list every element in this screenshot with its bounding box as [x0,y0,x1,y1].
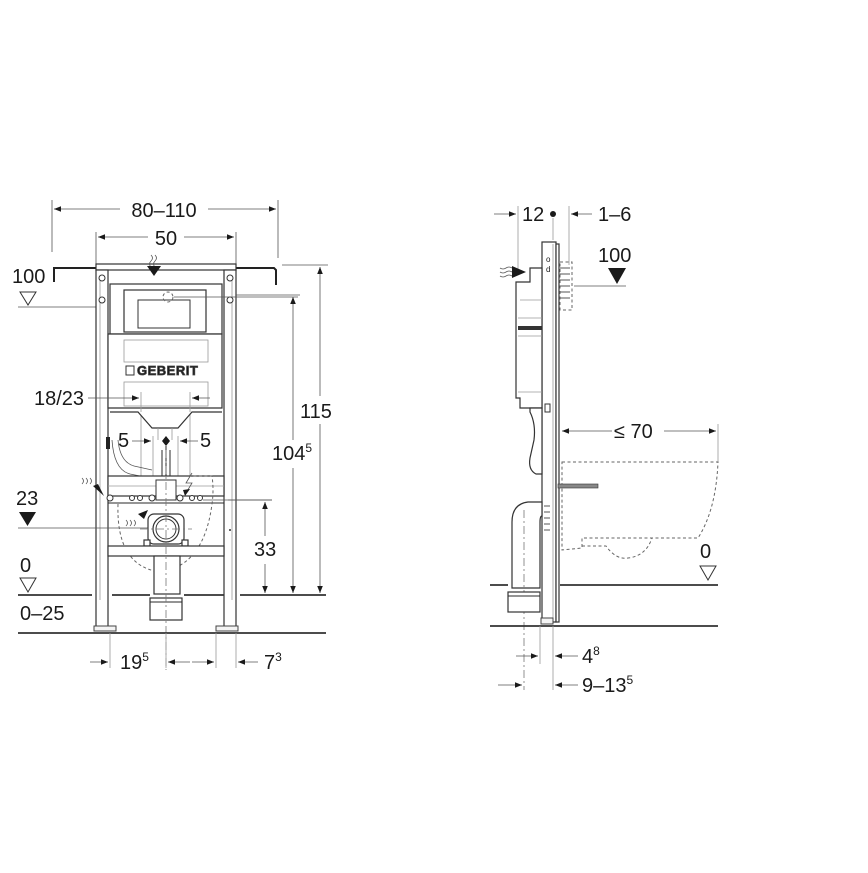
label-foot-range: 9–135 [582,673,634,697]
level-triangle-icon [19,291,37,306]
label-side-top-level: 100 [598,245,631,267]
label-bowl-projection: ≤ 70 [614,421,653,443]
geberit-logo-square-icon [125,365,135,376]
svg-text:d: d [546,265,550,274]
label-floor-level: 0 [20,555,31,577]
label-drain-level: 23 [16,488,38,510]
svg-text:o: o [546,255,551,264]
label-foot-adjust: 0–25 [20,603,65,625]
mounting-holes [106,494,203,502]
drain-connector [140,513,192,547]
label-depth-top: 12 [522,204,544,226]
label-right-offset: 5 [200,430,211,452]
label-frame-width: 50 [155,228,177,250]
water-inlet-arrow-icon [147,266,161,276]
level-triangle-filled-icon [19,512,36,526]
label-flush-opening: 18/23 [34,388,84,410]
label-foot-depth: 48 [582,644,600,668]
label-total-height: 115 [300,401,332,423]
label-actuator-height: 1045 [272,441,312,465]
label-side-floor-level: 0 [700,541,711,563]
label-top-level: 100 [12,266,45,288]
reference-point-icon [550,211,556,217]
dim-total-width: 80–110 [51,200,279,258]
side-view: 12 1–6 100 o d [490,204,719,697]
label-total-width: 80–110 [131,200,196,222]
brand-logo: GEBERIT [137,363,198,378]
label-left-offset: 5 [118,430,129,452]
label-wall-cover: 1–6 [598,204,631,226]
side-water-inlet-arrow-icon [512,266,526,278]
label-drain-height: 33 [254,539,276,561]
label-foot-right: 73 [264,650,282,674]
center-point-icon [162,436,170,446]
front-view: 80–110 50 100 [12,200,332,674]
dim-frame-width: 50 [95,228,237,266]
label-foot-left: 195 [120,650,149,674]
water-arrow-icon [93,484,104,496]
